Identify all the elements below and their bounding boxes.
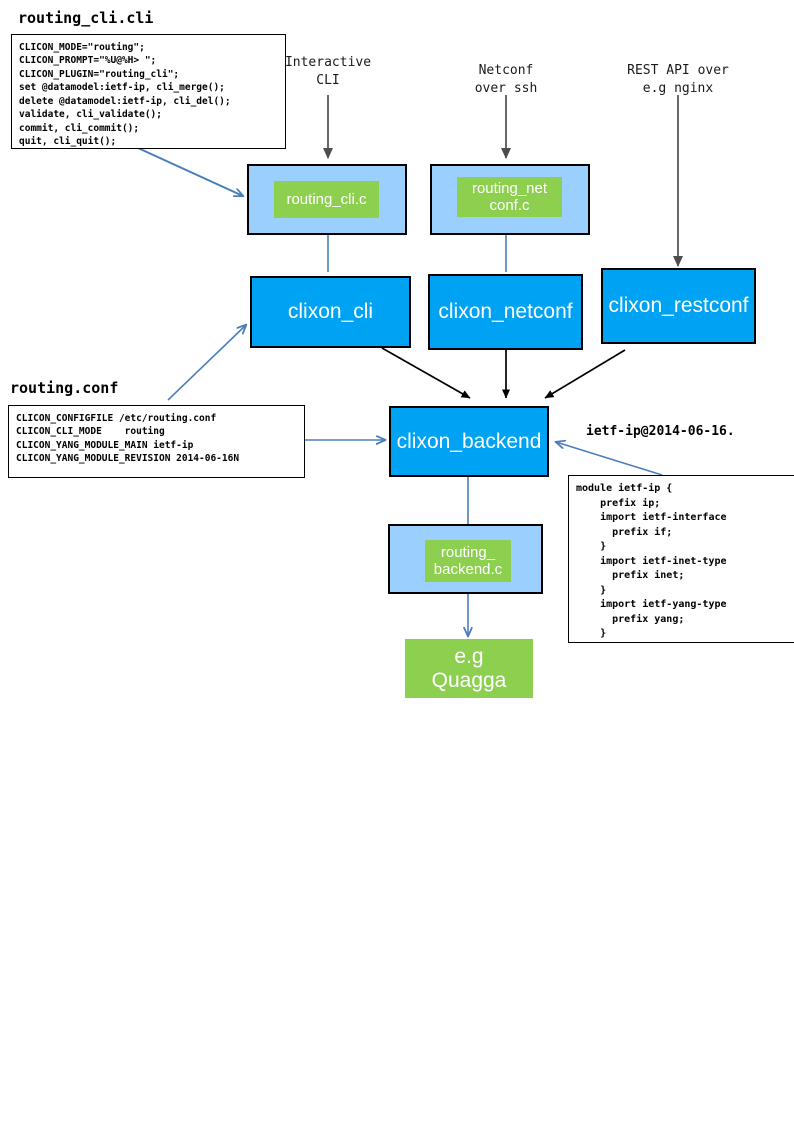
- routing-cli-cli-codebox: CLICON_MODE="routing"; CLICON_PROMPT="%U…: [11, 34, 286, 149]
- arrow-clixon-cli-to-backend: [381, 347, 471, 399]
- caption-interactive-cli: Interactive CLI: [284, 55, 372, 88]
- routing-cli-cli-file-label: routing_cli.cli: [18, 9, 154, 27]
- process-clixon-restconf[interactable]: clixon_restconf: [601, 268, 756, 344]
- yang-module-codebox: module ietf-ip { prefix ip; import ietf-…: [568, 475, 794, 643]
- caption-rest-api: REST API over e.g nginx: [627, 63, 729, 96]
- process-clixon-backend[interactable]: clixon_backend: [389, 406, 549, 477]
- process-clixon-netconf[interactable]: clixon_netconf: [428, 274, 583, 350]
- plugin-routing-netconf-c[interactable]: routing_net conf.c: [457, 177, 562, 217]
- plugin-routing-cli-c[interactable]: routing_cli.c: [274, 181, 379, 218]
- arrow-yang-module-to-clixon-backend: [556, 442, 663, 476]
- external-daemon-quagga[interactable]: e.g Quagga: [405, 639, 533, 698]
- yang-file-label: ietf-ip@2014-06-16.: [586, 424, 735, 439]
- arrow-routing-conf-to-clixon-cli: [167, 325, 246, 401]
- host-box-routing-cli[interactable]: routing_cli.c: [247, 164, 407, 235]
- plugin-routing-backend-c[interactable]: routing_ backend.c: [425, 540, 511, 582]
- routing-conf-file-label: routing.conf: [10, 379, 119, 397]
- arrow-clixon-restconf-to-backend: [544, 349, 626, 399]
- host-box-routing-netconf[interactable]: routing_net conf.c: [430, 164, 590, 235]
- routing-conf-codebox: CLICON_CONFIGFILE /etc/routing.conf CLIC…: [8, 405, 305, 478]
- process-clixon-cli[interactable]: clixon_cli: [250, 276, 411, 348]
- arrow-routing-cli-cli-to-host: [137, 147, 243, 196]
- caption-netconf-over-ssh: Netconf over ssh: [474, 63, 538, 96]
- host-box-routing-backend[interactable]: routing_ backend.c: [388, 524, 543, 594]
